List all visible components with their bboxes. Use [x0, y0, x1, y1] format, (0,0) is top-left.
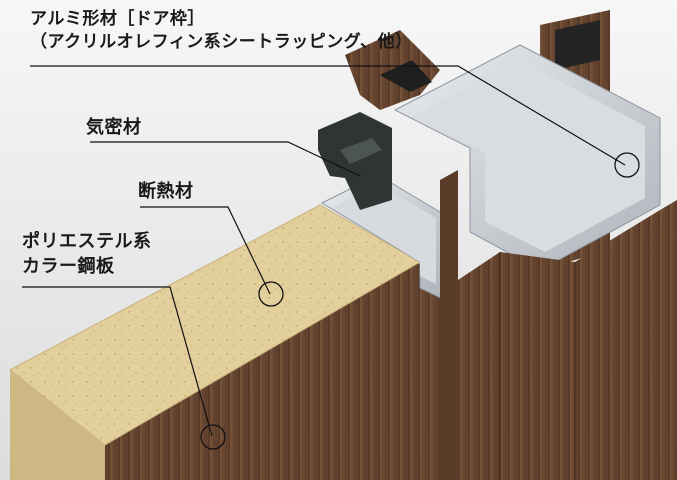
- door-edge-channel-inner: [332, 184, 436, 284]
- frame-label-line1: アルミ形材［ドア枠］: [30, 9, 205, 29]
- frame-label: アルミ形材［ドア枠］ （アクリルオレフィン系シートラッピング、他）: [30, 9, 413, 55]
- frame-hollow-inner: [410, 60, 645, 252]
- leader-steel-sheet: [22, 286, 213, 437]
- callout-circle-frame: [614, 152, 640, 178]
- leader-insulation: [140, 206, 271, 295]
- frame-fin-shadow: [380, 60, 432, 92]
- steel-sheet-label: ポリエステル系 カラー鋼板: [22, 231, 152, 281]
- callout-circle-steel-sheet: [200, 424, 226, 450]
- steel-sheet-label-line2: カラー鋼板: [22, 255, 115, 277]
- insulation-label: 断熱材: [138, 181, 194, 202]
- callout-circle-insulation: [258, 281, 284, 307]
- seal-highlight: [340, 138, 382, 164]
- leader-seal: [90, 141, 361, 177]
- insulation-bevel: [10, 370, 105, 480]
- steel-sheet-label-line1: ポリエステル系: [22, 231, 152, 252]
- frame-back-shadow: [555, 20, 600, 70]
- frame-right-face: [575, 200, 677, 480]
- seal-label: 気密材: [86, 117, 142, 138]
- leader-frame: [30, 65, 626, 166]
- frame-stop-strip: [440, 170, 458, 480]
- frame-front-face: [458, 252, 575, 480]
- frame-label-line2: （アクリルオレフィン系シートラッピング、他）: [30, 31, 413, 52]
